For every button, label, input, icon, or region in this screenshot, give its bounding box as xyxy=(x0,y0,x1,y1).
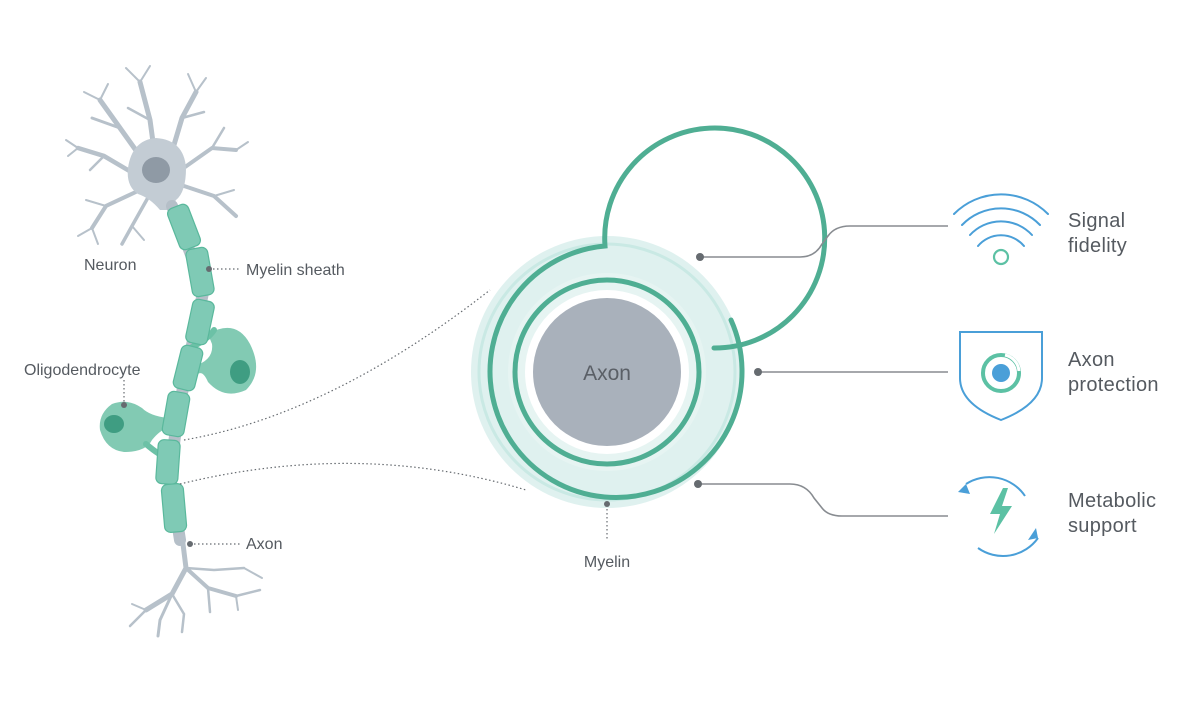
wifi-signal-icon xyxy=(953,193,1049,266)
dendrites xyxy=(65,65,249,246)
svg-text:protection: protection xyxy=(1068,374,1159,396)
zoom-lines xyxy=(179,289,527,491)
shield-icon xyxy=(959,331,1043,422)
function-metabolic-support: Metabolic support xyxy=(1068,490,1156,537)
svg-text:Axon: Axon xyxy=(1068,349,1115,371)
neuron-label: Neuron xyxy=(84,257,136,274)
function-signal-fidelity: Signal fidelity xyxy=(1068,210,1127,257)
cell-nucleus xyxy=(142,157,170,183)
myelin-segments xyxy=(155,203,215,533)
neuron-leaders xyxy=(121,266,240,547)
svg-text:support: support xyxy=(1068,515,1137,537)
axon-terminal-label: Axon xyxy=(246,536,282,553)
myelin-sheath-label: Myelin sheath xyxy=(246,262,345,279)
myelin-spiral xyxy=(487,125,828,501)
axon-core-section xyxy=(533,298,681,446)
axon-terminals xyxy=(128,533,263,638)
svg-text:Signal: Signal xyxy=(1068,210,1125,232)
axon-center-label: Axon xyxy=(583,362,631,385)
myelin-label: Myelin xyxy=(584,554,630,571)
neuron-illustration xyxy=(65,65,263,638)
myelin-cross-section: Axon xyxy=(471,125,828,508)
lightning-cycle-icon xyxy=(958,476,1039,558)
oligodendrocyte-left xyxy=(99,401,171,461)
svg-text:fidelity: fidelity xyxy=(1068,235,1127,257)
connectors xyxy=(694,225,948,517)
svg-text:Metabolic: Metabolic xyxy=(1068,490,1156,512)
oligodendrocyte-label: Oligodendrocyte xyxy=(24,362,141,379)
function-axon-protection: Axon protection xyxy=(1068,349,1159,396)
